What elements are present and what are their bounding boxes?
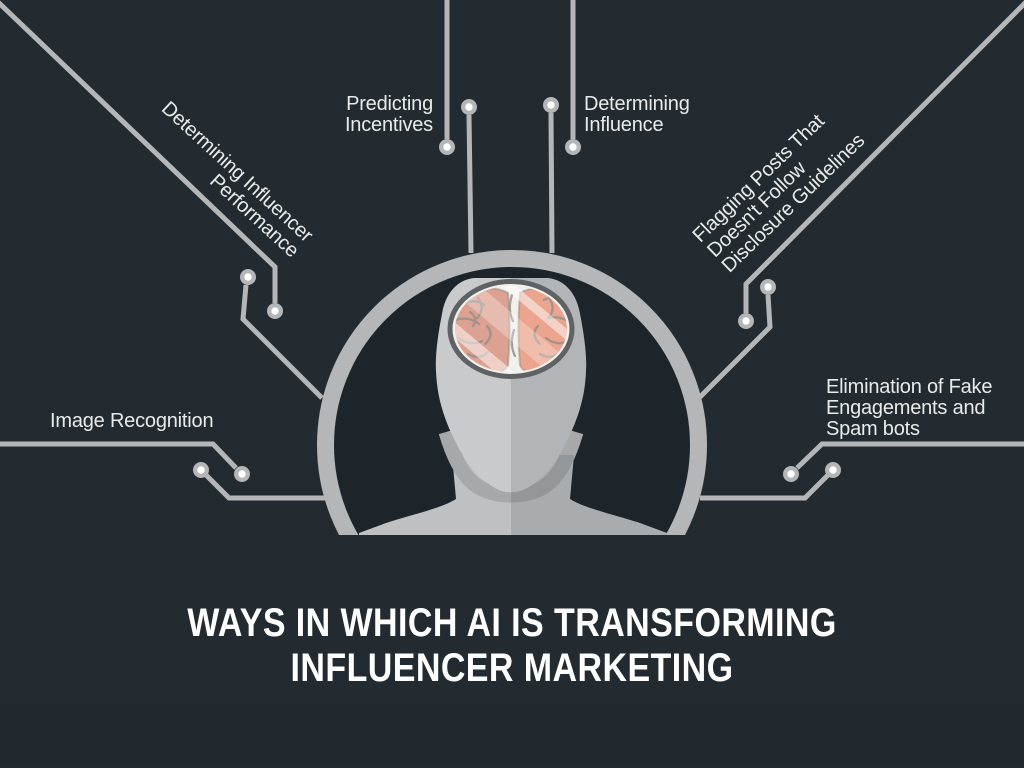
circuit-trace: [743, 0, 1024, 313]
circuit-trace: [0, 441, 238, 470]
callout-line: Elimination of Fake: [826, 376, 993, 398]
circuit-pad-dot: [738, 313, 754, 329]
circuit-pad-dot: [240, 269, 256, 285]
callout-line: Spam bots: [826, 418, 920, 440]
page-title: WAYS IN WHICH AI IS TRANSFORMING INFLUEN…: [77, 601, 947, 691]
circuit-pad-dot: [760, 279, 776, 295]
circuit-trace: [700, 473, 830, 501]
neck-shadow: [438, 429, 584, 503]
callout-line: Incentives: [344, 114, 433, 136]
circuit-trace: [0, 0, 278, 303]
callout-elimination-fake-engagements: Elimination of Fake Engagements and Spam…: [826, 377, 992, 440]
circuit-traces: [0, 0, 1024, 501]
circuit-pad-dot: [825, 462, 841, 478]
callout-line: Determining: [584, 93, 690, 115]
circuit-trace: [240, 284, 324, 400]
circuit-pad-dot: [234, 466, 250, 482]
circuit-pads: [193, 97, 841, 482]
title-line-2: INFLUENCER MARKETING: [290, 646, 734, 690]
callout-line: Engagements and: [826, 397, 986, 419]
circuit-pad-dot: [193, 462, 209, 478]
circuit-trace: [466, 114, 474, 254]
circuit-trace: [795, 441, 1024, 470]
circuit-pad-dot: [543, 97, 559, 113]
title-line-1: WAYS IN WHICH AI IS TRANSFORMING: [187, 601, 837, 645]
circuit-pad-dot: [461, 99, 477, 115]
callout-predicting-incentives: Predicting Incentives: [283, 94, 433, 136]
circuit-pad-dot: [565, 139, 581, 155]
circuit-pad-dot: [783, 466, 799, 482]
circuit-ring-arc: [317, 250, 707, 535]
circuit-pad-dot: [267, 303, 283, 319]
bottom-shade: [0, 704, 1024, 768]
callout-line: Predicting: [346, 93, 433, 115]
callout-image-recognition: Image Recognition: [50, 410, 214, 432]
callout-line: Influence: [584, 114, 664, 136]
circuit-trace: [548, 112, 555, 254]
circuit-trace: [204, 473, 327, 501]
circuit-trace: [698, 294, 773, 399]
callout-determining-influence: Determining Influence: [584, 94, 690, 136]
callout-line: Image Recognition: [50, 410, 214, 432]
circuit-pad-dot: [439, 139, 455, 155]
